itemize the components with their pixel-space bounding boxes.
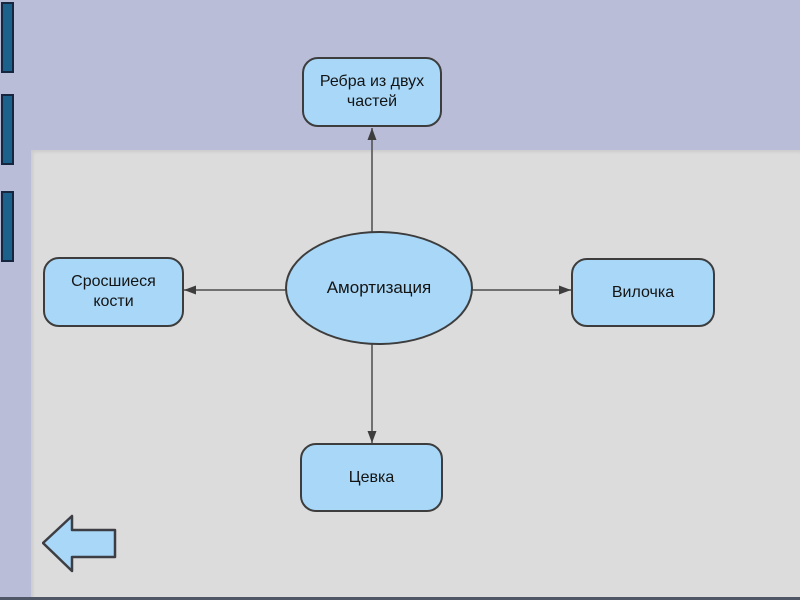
- diagram-node-fused-bones: Сросшиеся кости: [43, 257, 184, 327]
- content-area: [31, 150, 800, 600]
- diagram-node-label: Вилочка: [611, 283, 675, 301]
- back-arrow-icon: [41, 514, 117, 573]
- arrowhead-down-icon: [367, 431, 377, 443]
- accent-bar: [1, 191, 14, 262]
- diagram-node-label: Ребра из двух частей: [319, 73, 425, 110]
- diagram-node-tarsus: Цевка: [300, 443, 443, 512]
- accent-bar: [1, 94, 14, 165]
- diagram-center-label: Амортизация: [326, 278, 432, 297]
- arrowhead-up-icon: [367, 128, 377, 140]
- back-button[interactable]: [41, 514, 117, 574]
- diagram-node-label: Сросшиеся кости: [71, 273, 156, 310]
- diagram-node-furcula: Вилочка: [571, 258, 715, 327]
- accent-bar: [1, 2, 14, 73]
- diagram-center-ellipse: Амортизация: [285, 231, 473, 345]
- bottom-divider: [0, 597, 800, 600]
- diagram-node-label: Цевка: [348, 468, 395, 486]
- arrowhead-left-icon: [184, 285, 196, 295]
- arrowhead-right-icon: [559, 285, 571, 295]
- diagram-node-ribs: Ребра из двух частей: [302, 57, 442, 127]
